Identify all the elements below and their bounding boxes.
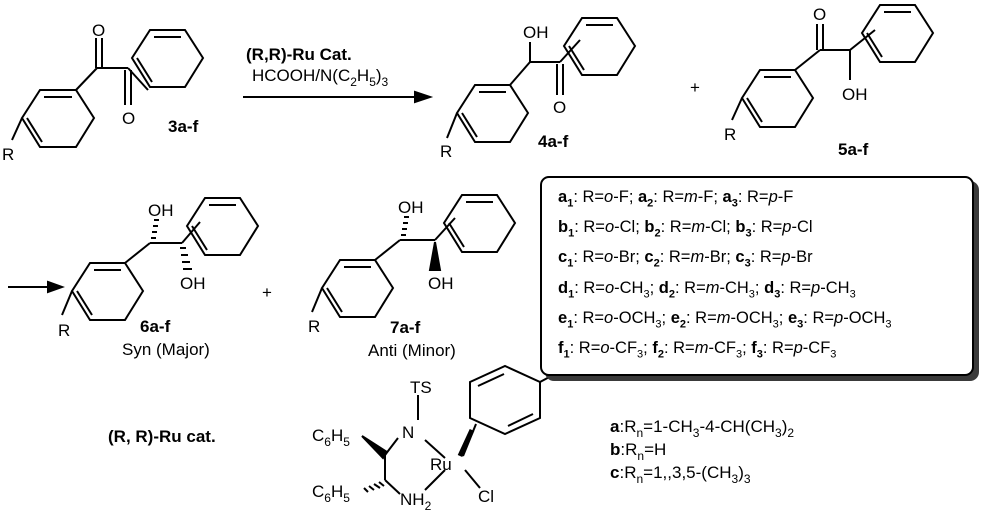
- compound-5-r-group: R: [724, 125, 736, 144]
- legend-entry: e2: R=m-OCH3;: [670, 309, 788, 331]
- compound-7-r-group: R: [308, 317, 320, 336]
- compound-4-oxygen: O: [553, 98, 566, 117]
- legend-entry: e1: R=o-OCH3;: [558, 309, 671, 331]
- catalyst-variant-b: b:Rn=H: [610, 440, 666, 463]
- legend-entry: b1: R=o-Cl;: [558, 218, 645, 240]
- compound-5-oxygen: O: [813, 5, 826, 24]
- plus-sign-2: +: [262, 283, 272, 302]
- compound-5-hydroxyl: OH: [842, 85, 868, 104]
- legend-entry: a2: R=m-F;: [637, 188, 723, 210]
- compound-5-structure: [731, 4, 935, 128]
- compound-6-structure: [61, 197, 260, 321]
- compound-7-stereo: [401, 216, 442, 271]
- reaction-arrow: [243, 90, 434, 104]
- compound-7-hydroxyl-1: OH: [398, 198, 424, 217]
- catalyst-ru-label: Ru: [430, 455, 452, 474]
- catalyst-nh2-label: NH2: [400, 490, 432, 513]
- compound-7-label: 7a-f: [390, 318, 421, 337]
- compound-6-hydroxyl-1: OH: [148, 201, 174, 220]
- legend-entry: f1: R=o-CF3;: [558, 339, 653, 361]
- compound-3-r-group: R: [2, 145, 14, 164]
- catalyst-ts-label: TS: [410, 378, 432, 397]
- legend-entry: c1: R=o-Br;: [558, 248, 645, 270]
- compound-3-oxygen-2: O: [122, 109, 135, 128]
- substituent-legend: a1: R=o-F; a2: R=m-F; a3: R=p-F b1: R=o-…: [540, 176, 974, 376]
- catalyst-variant-a: a:Rn=1-CH3-4-CH(CH3)2: [610, 417, 794, 440]
- legend-entry: c3: R=p-Br: [735, 248, 813, 270]
- legend-row-c: c1: R=o-Br; c2: R=m-Br; c3: R=p-Br: [558, 248, 813, 269]
- legend-row-e: e1: R=o-OCH3; e2: R=m-OCH3; e3: R=p-OCH3: [558, 309, 892, 330]
- legend-entry: f2: R=m-CF3;: [652, 339, 752, 361]
- compound-3-structure: [11, 29, 205, 148]
- compound-3-label: 3a-f: [168, 117, 199, 136]
- legend-entry: f3: R=p-CF3: [751, 339, 837, 361]
- catalyst-cl-label: Cl: [478, 487, 494, 506]
- ru-catalyst-title: (R, R)-Ru cat.: [108, 427, 216, 446]
- legend-entry: d3: R=p-CH3: [764, 279, 856, 301]
- legend-row-f: f1: R=o-CF3; f2: R=m-CF3; f3: R=p-CF3: [558, 339, 836, 360]
- compound-7-structure: [311, 194, 517, 318]
- compound-6-label: 6a-f: [140, 317, 171, 336]
- compound-4-r-group: R: [440, 142, 452, 161]
- catalyst-variant-c: c:Rn=1,,3,5-(CH3)3: [610, 463, 751, 486]
- catalyst-reagent-label: (R,R)-Ru Cat.: [246, 45, 352, 64]
- legend-entry: a1: R=o-F;: [558, 188, 638, 210]
- compound-5-label: 5a-f: [838, 140, 869, 159]
- legend-entry: d2: R=m-CH3;: [658, 279, 765, 301]
- legend-entry: c2: R=m-Br;: [644, 248, 736, 270]
- catalyst-phenyl-1: C6H5: [312, 426, 350, 449]
- conditions-label: HCOOH/N(C2H5)3: [252, 66, 389, 89]
- compound-6-hydroxyl-2: OH: [180, 274, 206, 293]
- legend-row-b: b1: R=o-Cl; b2: R=m-Cl; b3: R=p-Cl: [558, 218, 813, 239]
- compound-6-stereo: [151, 219, 192, 270]
- legend-entry: b2: R=m-Cl;: [644, 218, 736, 240]
- plus-sign-1: +: [690, 78, 700, 97]
- compound-6-caption: Syn (Major): [122, 340, 210, 359]
- compound-7-hydroxyl-2: OH: [428, 274, 454, 293]
- legend-entry: b3: R=p-Cl: [735, 218, 813, 240]
- second-arrow: [8, 280, 65, 294]
- catalyst-n-label: N: [402, 423, 414, 442]
- legend-entry: d1: R=o-CH3;: [558, 279, 659, 301]
- compound-6-r-group: R: [58, 321, 70, 340]
- legend-entry: e3: R=p-OCH3: [787, 309, 892, 331]
- catalyst-structure: [361, 364, 556, 495]
- compound-4-structure: [446, 17, 637, 143]
- compound-7-caption: Anti (Minor): [368, 341, 456, 360]
- compound-4-hydroxyl: OH: [523, 23, 549, 42]
- compound-4-label: 4a-f: [538, 132, 569, 151]
- legend-row-a: a1: R=o-F; a2: R=m-F; a3: R=p-F: [558, 188, 793, 209]
- catalyst-phenyl-2: C6H5: [312, 482, 350, 505]
- compound-3-oxygen-1: O: [92, 21, 105, 40]
- legend-row-d: d1: R=o-CH3; d2: R=m-CH3; d3: R=p-CH3: [558, 279, 856, 300]
- legend-entry: a3: R=p-F: [722, 188, 794, 210]
